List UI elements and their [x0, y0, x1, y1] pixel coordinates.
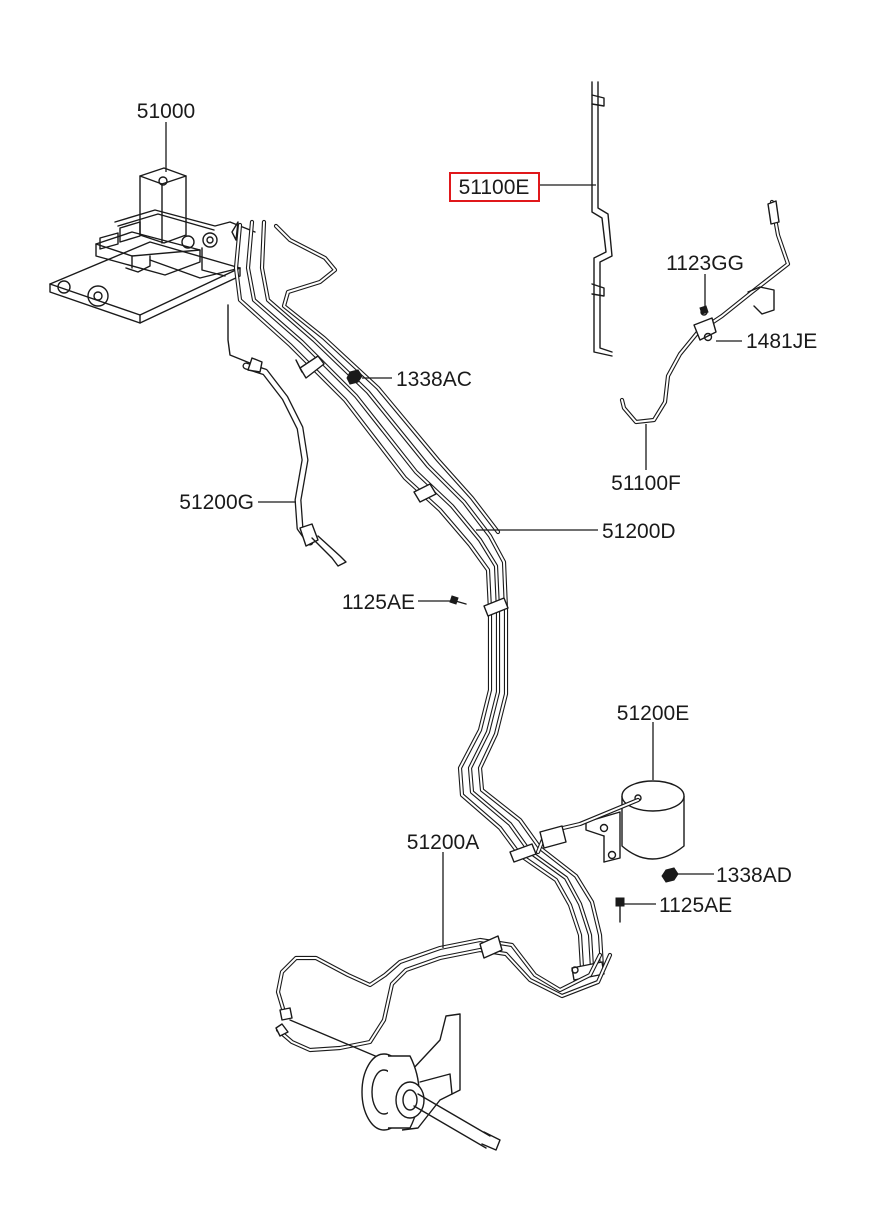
fastener-1338AC — [346, 369, 363, 385]
part-51200G-hose — [242, 357, 347, 567]
label-1338AC[interactable]: 1338AC — [396, 368, 472, 391]
fastener-1123GG — [699, 305, 709, 315]
label-1125AE-upper[interactable]: 1125AE — [342, 591, 415, 614]
part-51200A-tube — [275, 935, 613, 1059]
label-1481JE[interactable]: 1481JE — [746, 330, 817, 353]
part-51100E-bracket — [591, 81, 613, 357]
label-51200E[interactable]: 51200E — [617, 702, 689, 725]
fastener-1338AD — [661, 867, 679, 883]
fastener-1125AE-lower — [615, 897, 625, 923]
label-1123GG[interactable]: 1123GG — [666, 252, 744, 275]
label-51000[interactable]: 51000 — [137, 100, 195, 123]
label-1125AE-lower[interactable]: 1125AE — [659, 894, 732, 917]
part-51200E-canister — [535, 780, 685, 863]
label-51100F[interactable]: 51100F — [611, 472, 681, 495]
label-1338AD[interactable]: 1338AD — [716, 864, 792, 887]
label-51200G[interactable]: 51200G — [179, 491, 254, 514]
label-51200A[interactable]: 51200A — [407, 831, 479, 854]
part-valve-assembly — [361, 1013, 501, 1151]
label-51200D[interactable]: 51200D — [602, 520, 676, 543]
label-51100E[interactable]: 51100E — [459, 176, 530, 199]
part-51200D-tube-bundle — [231, 219, 605, 981]
highlight-box-51100E — [449, 172, 540, 202]
part-51000-bracket-assembly — [49, 167, 263, 369]
fastener-1125AE-upper — [449, 595, 467, 605]
